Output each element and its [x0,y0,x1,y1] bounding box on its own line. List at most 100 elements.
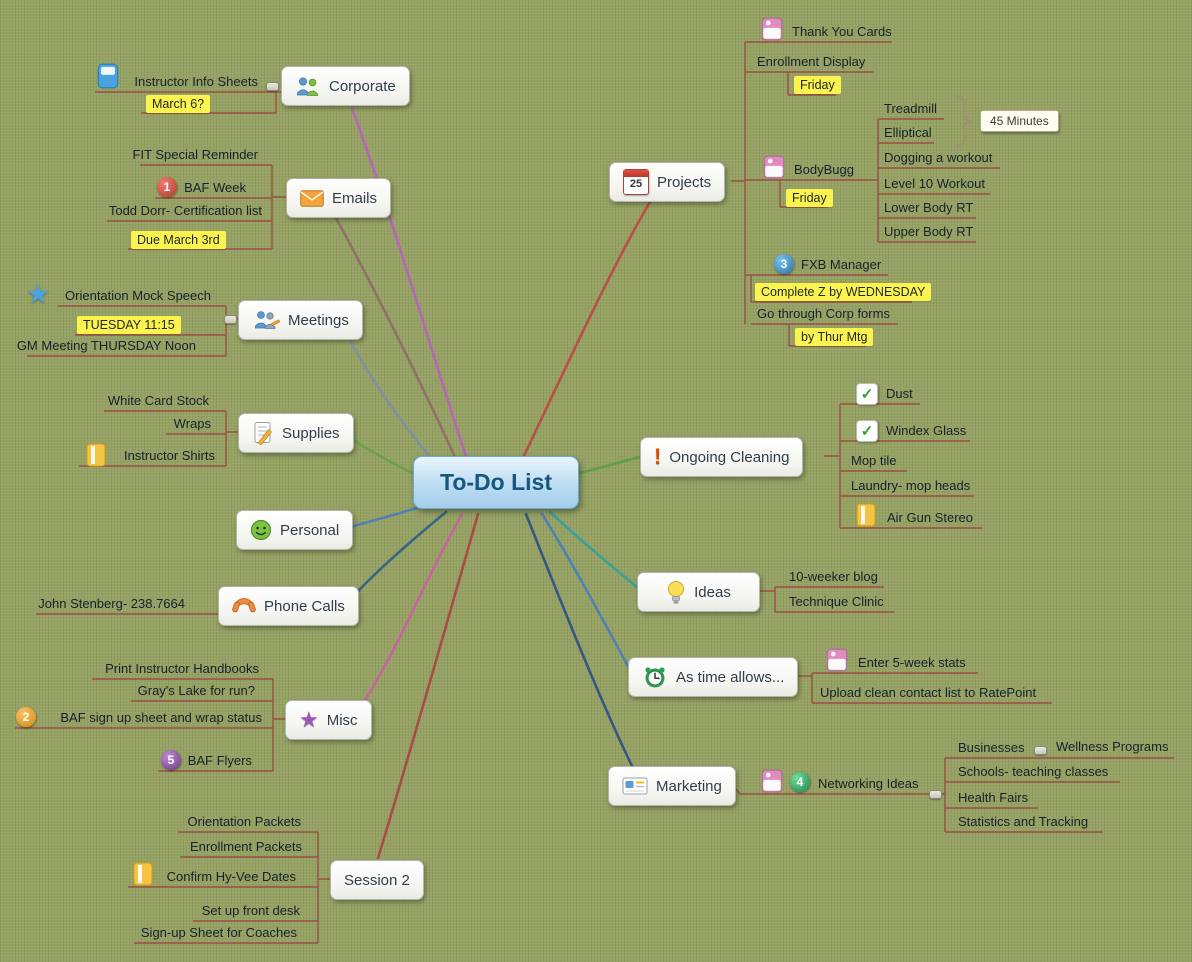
topic-marketing[interactable]: Marketing [608,766,736,806]
subtopic-signup-sheet-for-coaches[interactable]: Sign-up Sheet for Coaches [140,925,297,940]
smiley-icon [250,519,272,541]
subtopic-go-through-corp-forms[interactable]: Go through Corp forms [757,306,890,321]
subtopic-wellness-programs[interactable]: Wellness Programs [1056,739,1169,754]
alarm-clock-icon [645,667,665,688]
central-topic-label: To-Do List [440,469,552,495]
subtopic-by-thur-mtg[interactable]: by Thur Mtg [795,328,874,346]
subtopic-march-6[interactable]: March 6? [146,95,211,113]
subtopic-gm-meeting-thursday-noon[interactable]: GM Meeting THURSDAY Noon [16,338,196,353]
subtopic-confirm-hyvee-dates[interactable]: Confirm Hy-Vee Dates [166,869,296,884]
branch-corporate [350,106,470,464]
collapse-handle[interactable] [224,315,237,324]
subtopic-health-fairs[interactable]: Health Fairs [958,790,1029,805]
subtopic-10-weeker-blog[interactable]: 10-weeker blog [789,569,878,584]
subtopic-connectors [15,41,1174,944]
subtopic-set-up-front-desk[interactable]: Set up front desk [201,903,300,918]
subtopic-baf-sign-up-sheet[interactable]: BAF sign up sheet and wrap status [60,710,262,725]
topic-supplies[interactable]: Supplies [238,413,354,453]
topic-label-projects: Projects [657,173,712,191]
subtopic-windex-glass[interactable]: Windex Glass [886,423,967,438]
subtopic-networking-ideas[interactable]: Networking Ideas [818,776,919,791]
topic-label-phone-calls: Phone Calls [264,597,345,615]
subtopic-baf-week[interactable]: BAF Week [184,180,246,195]
branch-ideas [548,510,640,590]
subtopic-print-instructor-handbooks[interactable]: Print Instructor Handbooks [105,661,259,676]
subtopic-dust[interactable]: Dust [886,386,913,401]
subtopic-air-gun-stereo[interactable]: Air Gun Stereo [887,510,973,525]
subtopic-grays-lake-for-run[interactable]: Gray's Lake for run? [137,683,255,698]
subtopic-due-march-3rd[interactable]: Due March 3rd [131,231,226,249]
subtopic-instructor-info-sheets[interactable]: Instructor Info Sheets [134,74,258,89]
topic-ongoing-cleaning[interactable]: ! Ongoing Cleaning [640,437,804,477]
topic-emails[interactable]: Emails [286,178,392,218]
topic-corporate[interactable]: Corporate [281,66,410,106]
calendar-header [624,170,648,177]
subtopic-elliptical[interactable]: Elliptical [884,125,932,140]
branch-marketing [524,512,634,768]
subtopic-white-card-stock[interactable]: White Card Stock [107,393,209,408]
subtopic-technique-clinic[interactable]: Technique Clinic [789,594,884,609]
subtopic-mop-tile[interactable]: Mop tile [851,453,897,468]
subtopic-fxb-manager[interactable]: FXB Manager [801,257,882,272]
subtopic-enter-5-week-stats[interactable]: Enter 5-week stats [858,655,966,670]
subtopic-level-10-workout[interactable]: Level 10 Workout [884,176,985,191]
callout-45-minutes[interactable]: 45 Minutes [980,110,1059,132]
topic-label-marketing: Marketing [656,777,722,795]
check-icon: ✓ [856,420,878,442]
priority-1-icon: 1 [157,177,177,197]
subtopic-enrollment-packets[interactable]: Enrollment Packets [190,839,302,854]
subtopic-wraps[interactable]: Wraps [173,416,211,431]
yellow-notebook-icon [856,503,876,527]
branch-session2 [376,512,480,860]
pink-note-icon [761,17,783,41]
collapse-handle[interactable] [266,82,279,91]
subtopic-dogging-a-workout[interactable]: Dogging a workout [884,150,993,165]
subtopic-instructor-shirts[interactable]: Instructor Shirts [123,448,215,463]
subtopic-bodybugg[interactable]: BodyBugg [794,162,854,177]
priority-2-icon: 2 [16,707,36,727]
subtopic-baf-flyers[interactable]: BAF Flyers [187,753,252,768]
topic-label-misc: Misc [326,711,358,729]
subtopic-friday-bodybugg[interactable]: Friday [786,189,833,207]
subtopic-upper-body-rt[interactable]: Upper Body RT [884,224,974,239]
topic-session2[interactable]: Session 2 [330,860,424,900]
corporate-people-icon [297,77,318,96]
check-icon: ✓ [856,383,878,405]
yellow-notebook-icon [86,443,106,467]
subtopic-upload-ratepoint[interactable]: Upload clean contact list to RatePoint [820,685,1037,700]
collapse-handle[interactable] [1034,746,1047,755]
topic-label-session2: Session 2 [344,871,410,889]
contact-card-icon [622,777,648,795]
topic-as-time-allows[interactable]: As time allows... [628,657,799,697]
subtopic-laundry-mop-heads[interactable]: Laundry- mop heads [851,478,971,493]
subtopic-orientation-mock-speech[interactable]: Orientation Mock Speech [65,288,211,303]
subtopic-todd-dorr-certification-list[interactable]: Todd Dorr- Certification list [108,203,262,218]
topic-phone-calls[interactable]: Phone Calls [218,586,359,626]
subtopic-treadmill[interactable]: Treadmill [884,101,937,116]
subtopic-schools-teaching-classes[interactable]: Schools- teaching classes [958,764,1109,779]
topic-meetings[interactable]: Meetings [238,300,363,340]
subtopic-thank-you-cards[interactable]: Thank You Cards [792,24,892,39]
branch-phone-calls [348,510,448,602]
branch-emails [334,216,462,470]
topic-personal[interactable]: Personal [236,510,354,550]
subtopic-friday-display[interactable]: Friday [794,76,841,94]
pink-note-icon [826,648,848,672]
yellow-notebook-icon [133,862,153,886]
topic-projects[interactable]: 25 Projects [609,162,726,202]
subtopic-complete-z-by-wednesday[interactable]: Complete Z by WEDNESDAY [755,283,932,301]
topic-misc[interactable]: ★ Misc [285,700,372,740]
topic-ideas[interactable]: Ideas [637,572,760,612]
subtopic-enrollment-display[interactable]: Enrollment Display [757,54,866,69]
pink-note-icon [763,155,785,179]
subtopic-fit-special-reminder[interactable]: FIT Special Reminder [132,147,258,162]
subtopic-john-stenberg[interactable]: John Stenberg- 238.7664 [38,596,185,611]
subtopic-lower-body-rt[interactable]: Lower Body RT [884,200,974,215]
subtopic-statistics-and-tracking[interactable]: Statistics and Tracking [958,814,1089,829]
subtopic-orientation-packets[interactable]: Orientation Packets [187,814,301,829]
subtopic-businesses[interactable]: Businesses [958,740,1025,755]
collapse-handle[interactable] [929,790,942,799]
calendar-day: 25 [629,178,643,190]
central-topic[interactable]: To-Do List [413,456,579,509]
subtopic-tuesday-1115[interactable]: TUESDAY 11:15 [77,316,181,334]
